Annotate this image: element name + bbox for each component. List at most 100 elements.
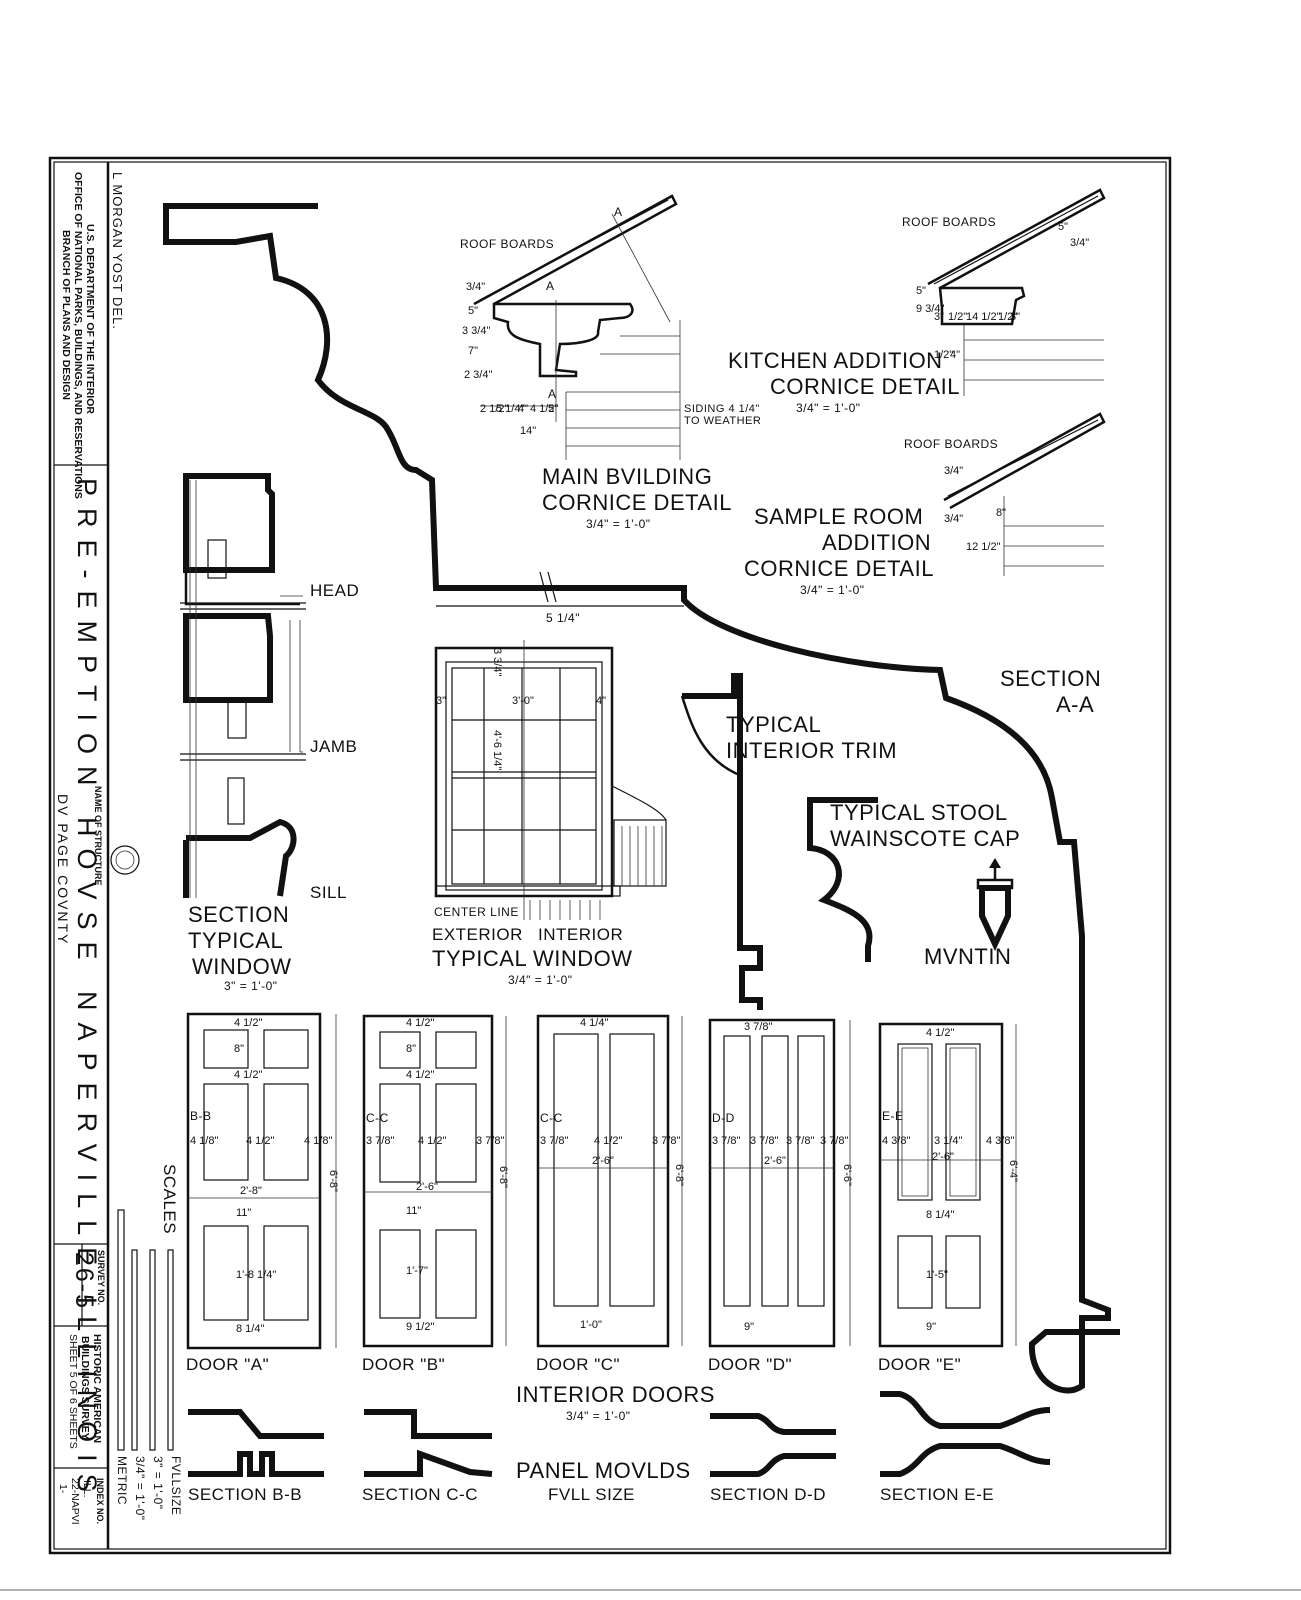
index-line-3: 1-: [57, 1484, 69, 1494]
main-dim-0: 3/4": [466, 281, 486, 293]
survey-number: 26-5: [70, 1252, 98, 1311]
door-a-width: 2'-8": [240, 1185, 262, 1197]
door-d-dim-4: 3 7/8": [820, 1135, 849, 1147]
stool-cap-title-2: WAINSCOTE CAP: [830, 826, 1021, 851]
panel-moulds-title: PANEL MOVLDS: [516, 1458, 691, 1483]
stool-cap-title-1: TYPICAL STOOL: [830, 800, 1008, 825]
section-aa-dimension: 5 1/4": [546, 611, 580, 625]
door-b-dim-2: 4 1/2": [406, 1069, 435, 1081]
main-dim-5: 2 1/2": [480, 403, 509, 415]
jamb-label: JAMB: [310, 737, 358, 756]
kitchen-dim-7: 1/2": [934, 349, 954, 361]
section-aa-profile: [163, 203, 1120, 1394]
main-dim-1: 5": [468, 305, 479, 317]
door-elevations: [186, 1012, 1017, 1350]
kitchen-dim-2: 3": [934, 311, 945, 323]
exterior-label: EXTERIOR: [432, 925, 523, 944]
section-window-title-3: WINDOW: [192, 954, 292, 979]
interior-trim-title-1: TYPICAL: [726, 712, 822, 737]
door-d-dim-1: 3 7/8": [712, 1135, 741, 1147]
scale-label-2: 3" = 1'-0": [151, 1456, 165, 1510]
door-d-dim-5: 9": [744, 1321, 755, 1333]
scale-metric: METRIC: [115, 1456, 129, 1505]
door-e-dim-5: 1'-5": [926, 1269, 948, 1281]
door-a-dim-1: 8": [234, 1043, 245, 1055]
sample-cornice-drawing: [943, 412, 1106, 576]
door-a-dim-3: 4 1/8": [190, 1135, 219, 1147]
kitchen-cornice-title-1: KITCHEN ADDITION: [728, 348, 943, 373]
door-c-label: DOOR "C": [536, 1355, 621, 1374]
stool-cap-profile: [807, 797, 878, 962]
siding-label-1: SIDING 4 1/4": [684, 403, 760, 415]
door-a-dim-6: 11": [236, 1207, 252, 1219]
interior-label: INTERIOR: [538, 925, 624, 944]
door-e-dim-2: 3 1/4": [934, 1135, 963, 1147]
door-e-section-marker: E-E: [882, 1109, 904, 1123]
sample-cornice-scale: 3/4" = 1'-0": [800, 583, 865, 597]
sample-cornice-title-3: CORNICE DETAIL: [744, 556, 934, 581]
kitchen-dim-1: 9 3/4": [916, 303, 945, 315]
scale-label-3: FVLLSIZE: [169, 1456, 183, 1516]
kitchen-dim-6: 3": [1010, 311, 1021, 323]
door-b-width: 2'-6": [416, 1181, 438, 1193]
main-section-a-marker-2: A: [546, 279, 555, 293]
section-ee-label: SECTION E-E: [880, 1485, 995, 1504]
panel-moulds-scale: FVLL SIZE: [548, 1485, 636, 1504]
kitchen-dim-9: 5": [1058, 221, 1069, 233]
muntin-section: [976, 858, 1014, 952]
kitchen-cornice-title-2: CORNICE DETAIL: [770, 374, 960, 399]
kitchen-dim-5: 1/2": [998, 311, 1018, 323]
kitchen-dim-0: 5": [916, 285, 927, 297]
door-b-section-marker: C-C: [366, 1111, 389, 1125]
agency-line-1: U.S. DEPARTMENT OF THE INTERIOR: [84, 224, 96, 414]
window-dim-2: 4": [596, 695, 607, 707]
door-b-dim-0: 4 1/2": [406, 1017, 435, 1029]
door-a-height: 6'-8": [327, 1170, 339, 1192]
door-c-dim-2: 4 1/2": [594, 1135, 623, 1147]
index-line-1: ILL.: [81, 1480, 93, 1498]
typical-window-scale: 3/4" = 1'-0": [508, 973, 573, 987]
door-a-dim-2: 4 1/2": [234, 1069, 263, 1081]
door-c-dim-4: 1'-0": [580, 1319, 602, 1331]
door-c-dim-1: 3 7/8": [540, 1135, 569, 1147]
door-e-label: DOOR "E": [878, 1355, 962, 1374]
door-e: [878, 1022, 1017, 1348]
main-dim-9: 5": [548, 403, 559, 415]
index-line-2: 22-NAPVI: [69, 1478, 81, 1525]
door-e-dim-3: 4 3/8": [986, 1135, 1015, 1147]
door-c-dim-0: 4 1/4": [580, 1017, 609, 1029]
muntin-title: MVNTIN: [924, 944, 1012, 969]
door-a-dim-7: 1'-8 1/4": [236, 1269, 277, 1281]
panel-mould-sections: [188, 1391, 1051, 1477]
kitchen-dim-4: 14 1/2": [966, 311, 1001, 323]
center-line-label: CENTER LINE: [434, 905, 519, 919]
section-window-scale: 3" = 1'-0": [224, 979, 278, 993]
door-a: [186, 1012, 337, 1350]
sample-cornice-title-1: SAMPLE ROOM: [754, 504, 924, 529]
typical-window-title: TYPICAL WINDOW: [432, 946, 633, 971]
main-dim-10: 14": [520, 425, 537, 437]
window-dim-4: 3 3/4": [491, 648, 503, 677]
section-window-drawing: [180, 473, 306, 898]
sample-dim-3: 12 1/2": [966, 541, 1001, 553]
window-dim-3: 4'-6 1/4": [491, 730, 503, 771]
door-d-height: 6'-6": [841, 1164, 853, 1186]
door-a-dim-4: 4 1/2": [246, 1135, 275, 1147]
interior-trim-profile: [682, 673, 763, 1010]
door-b-dim-5: 3 7/8": [476, 1135, 505, 1147]
sheet-number: SHEET 5 OF 6 SHEETS: [67, 1334, 79, 1449]
main-dim-7: 4": [518, 403, 529, 415]
door-c-height: 6'-8": [673, 1164, 685, 1186]
kitchen-dim-8: 4": [950, 349, 961, 361]
sample-dim-1: 3/4": [944, 513, 964, 525]
door-d-section-marker: D-D: [712, 1111, 735, 1125]
door-a-dim-8: 8 1/4": [236, 1323, 265, 1335]
head-label: HEAD: [310, 581, 360, 600]
door-d: [708, 1018, 851, 1348]
scale-label-1: 3/4" = 1'-0": [133, 1456, 147, 1521]
siding-label-2: TO WEATHER: [684, 415, 762, 427]
sample-dim-0: 3/4": [944, 465, 964, 477]
main-cornice-title-1: MAIN BVILDING: [542, 464, 713, 489]
